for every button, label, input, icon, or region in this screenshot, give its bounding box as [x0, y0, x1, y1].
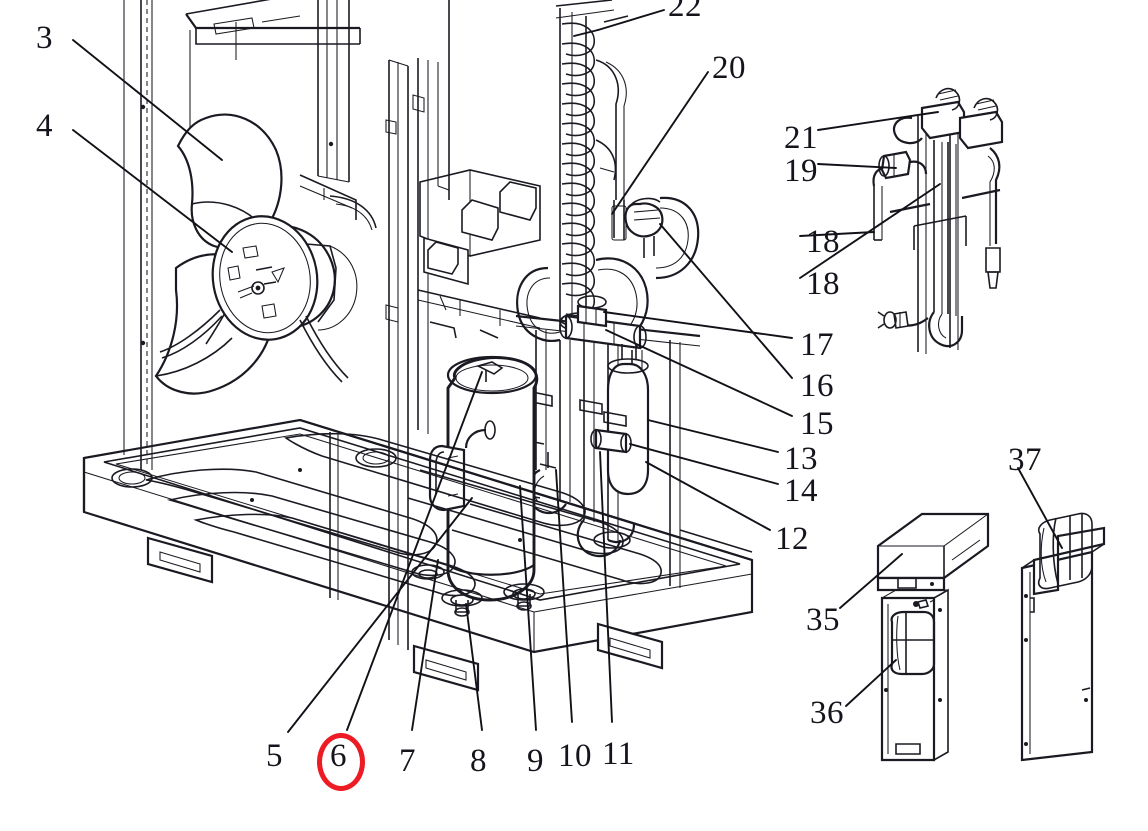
callout-19: 19	[784, 153, 818, 189]
callout-37: 37	[1008, 442, 1042, 478]
valve-cover-top	[876, 512, 990, 592]
fan-motor	[159, 215, 358, 383]
callout-22: 22	[668, 0, 702, 24]
callout-36: 36	[810, 695, 844, 731]
fan-shroud	[329, 195, 377, 231]
callout-14: 14	[784, 473, 818, 509]
callout-16: 16	[800, 368, 834, 404]
callout-18-upper: 18	[806, 224, 840, 260]
callout-10: 10	[558, 738, 592, 774]
stop-valve-assembly	[872, 87, 1004, 354]
condenser-coil	[555, 0, 629, 338]
service-panel	[880, 588, 949, 762]
chassis-rails	[329, 340, 753, 600]
callout-4: 4	[36, 108, 53, 144]
callout-17: 17	[800, 327, 834, 363]
leader-lines	[72, 9, 1063, 733]
callout-13: 13	[784, 441, 818, 477]
callout-8: 8	[470, 743, 487, 779]
callout-20: 20	[712, 50, 746, 86]
cabinet-frame	[123, 0, 450, 650]
callout-5: 5	[266, 738, 283, 774]
callout-6: 6	[330, 738, 347, 774]
callout-7: 7	[399, 743, 416, 779]
callout-15: 15	[800, 406, 834, 442]
electrical-box-assembly	[417, 169, 541, 339]
callout-9: 9	[527, 743, 544, 779]
callout-11: 11	[602, 736, 635, 772]
callout-21: 21	[784, 120, 818, 156]
callout-18-lower: 18	[806, 266, 840, 302]
base-pan	[82, 418, 754, 692]
callout-12: 12	[775, 521, 809, 557]
callout-35: 35	[806, 602, 840, 638]
callout-3: 3	[36, 20, 53, 56]
side-panel	[1020, 512, 1106, 762]
